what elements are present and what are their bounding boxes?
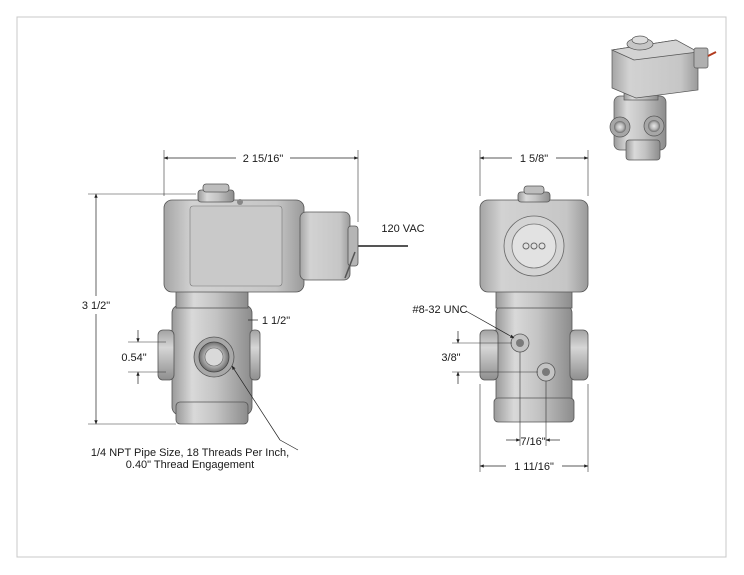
side-view-valve bbox=[157, 183, 408, 425]
dim-port-offset: 0.54" bbox=[121, 330, 166, 384]
label-body-height: 1 1/2" bbox=[262, 315, 290, 327]
dim-overall-height: 3 1/2" bbox=[82, 193, 196, 425]
voltage-callout: 120 VAC bbox=[381, 223, 424, 235]
label-mount-hole: #8-32 UNC bbox=[412, 304, 467, 316]
sheet-border bbox=[16, 16, 727, 558]
mount-hole-callout: #8-32 UNC bbox=[412, 304, 515, 339]
port-note: 1/4 NPT Pipe Size, 18 Threads Per Inch, … bbox=[91, 365, 299, 471]
dim-overall-width: 2 15/16" bbox=[163, 150, 359, 222]
label-overall-width: 2 15/16" bbox=[243, 153, 284, 165]
port-note-line2: 0.40" Thread Engagement bbox=[126, 459, 254, 471]
label-hole-spacing-h: 7/16" bbox=[520, 436, 545, 448]
label-voltage: 120 VAC bbox=[381, 223, 424, 235]
dim-body-width: 1 11/16" bbox=[479, 384, 589, 473]
dim-body-height: 1 1/2" bbox=[248, 315, 290, 327]
dim-hole-spacing-v: 3/8" bbox=[441, 331, 538, 384]
dim-hole-spacing-h: 7/16" bbox=[506, 352, 560, 448]
isometric-thumbnail bbox=[609, 35, 717, 161]
label-body-width: 1 11/16" bbox=[514, 461, 554, 473]
dim-coil-width: 1 5/8" bbox=[479, 150, 589, 196]
front-view-valve bbox=[479, 185, 589, 423]
label-overall-height: 3 1/2" bbox=[82, 300, 110, 312]
port-note-line1: 1/4 NPT Pipe Size, 18 Threads Per Inch, bbox=[91, 447, 289, 459]
label-port-offset: 0.54" bbox=[121, 352, 146, 364]
label-hole-spacing-v: 3/8" bbox=[441, 352, 460, 364]
label-coil-width: 1 5/8" bbox=[520, 153, 548, 165]
